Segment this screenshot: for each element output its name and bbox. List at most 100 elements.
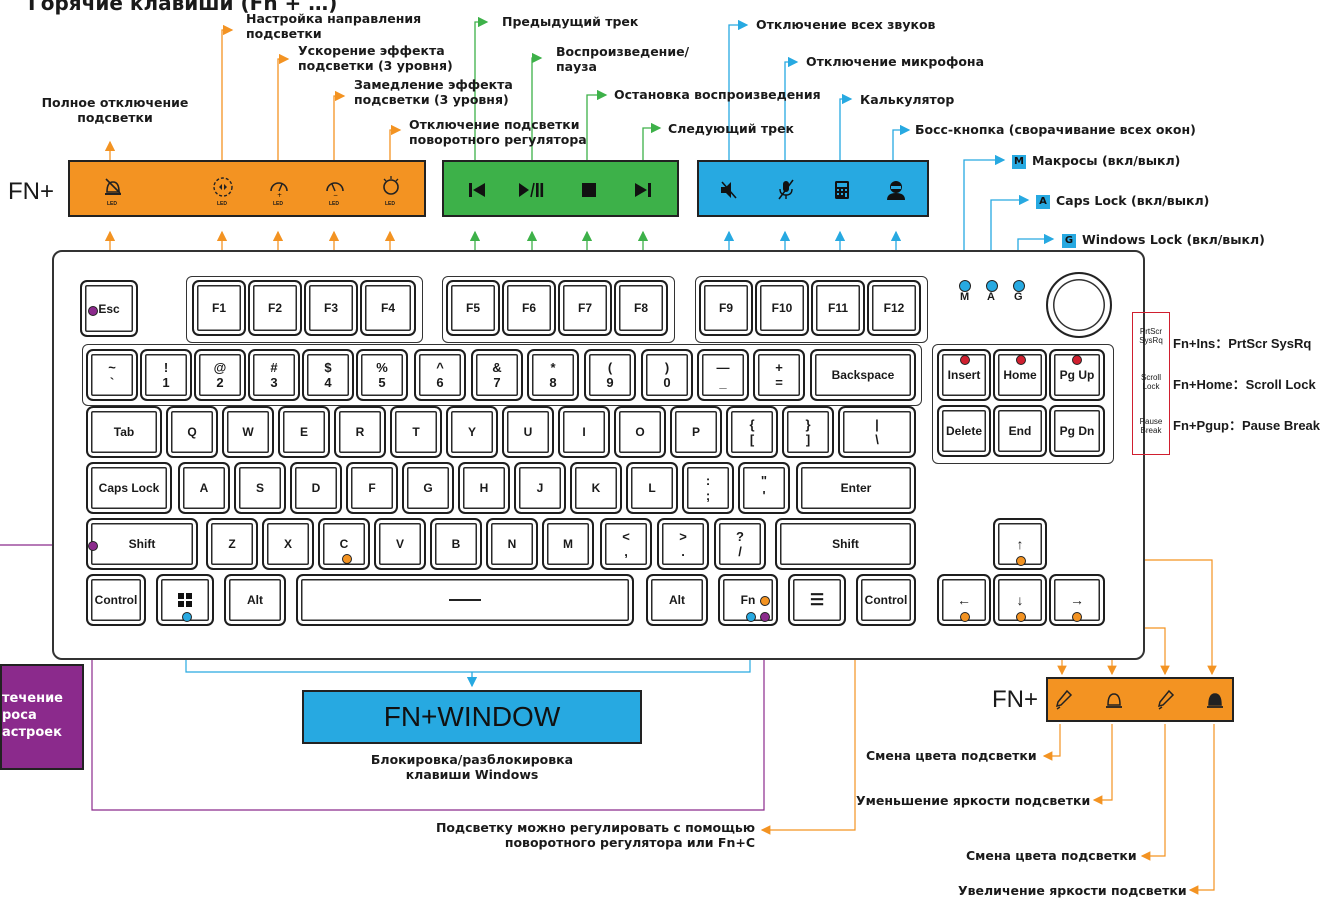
- key-0[interactable]: )0: [641, 349, 693, 401]
- key-rcontrol[interactable]: Control: [856, 574, 916, 626]
- direction-icon: [210, 174, 236, 200]
- label-speed-up: Ускорение эффекта подсветки (3 уровня): [298, 43, 453, 73]
- print-scroll-pause-box: PrtScr SysRq Scroll Lock Pause Break: [1132, 312, 1170, 455]
- key-capslock[interactable]: Caps Lock: [86, 462, 172, 514]
- key-f8[interactable]: F8: [614, 280, 668, 336]
- side-pause: Pause Break: [1139, 417, 1163, 435]
- rotary-knob[interactable]: [1046, 272, 1112, 338]
- key-lcontrol[interactable]: Control: [86, 574, 146, 626]
- key-space[interactable]: [296, 574, 634, 626]
- key-g[interactable]: G: [402, 462, 454, 514]
- key-delete[interactable]: Delete: [937, 405, 991, 457]
- key-slash[interactable]: ?/: [714, 518, 766, 570]
- key-h[interactable]: H: [458, 462, 510, 514]
- key-2[interactable]: @2: [194, 349, 246, 401]
- key-f5[interactable]: F5: [446, 280, 500, 336]
- key-d[interactable]: D: [290, 462, 342, 514]
- dot-home: [1016, 355, 1026, 365]
- key-f12[interactable]: F12: [867, 280, 921, 336]
- key-tilde[interactable]: ~`: [86, 349, 138, 401]
- key-f2[interactable]: F2: [248, 280, 302, 336]
- key-equals[interactable]: +=: [753, 349, 805, 401]
- key-rshift[interactable]: Shift: [775, 518, 916, 570]
- key-x[interactable]: X: [262, 518, 314, 570]
- menu-icon: ☰: [809, 592, 825, 609]
- key-left[interactable]: ←: [937, 574, 991, 626]
- key-right[interactable]: →: [1049, 574, 1105, 626]
- key-f3[interactable]: F3: [304, 280, 358, 336]
- key-k[interactable]: K: [570, 462, 622, 514]
- key-9[interactable]: (9: [584, 349, 636, 401]
- arrow-right-icon: →: [1070, 592, 1084, 608]
- key-lalt[interactable]: Alt: [224, 574, 286, 626]
- key-s[interactable]: S: [234, 462, 286, 514]
- key-6[interactable]: ^6: [414, 349, 466, 401]
- key-m[interactable]: M: [542, 518, 594, 570]
- key-f1[interactable]: F1: [192, 280, 246, 336]
- svg-text:−: −: [333, 192, 338, 198]
- indicator-a-led: [986, 280, 998, 292]
- key-f4[interactable]: F4: [360, 280, 416, 336]
- dot-down: [1016, 612, 1026, 622]
- key-i[interactable]: I: [558, 406, 610, 458]
- key-t[interactable]: T: [390, 406, 442, 458]
- key-v[interactable]: V: [374, 518, 426, 570]
- key-lbracket[interactable]: {[: [726, 406, 778, 458]
- legend-color2: Смена цвета подсветки: [966, 848, 1137, 863]
- key-f[interactable]: F: [346, 462, 398, 514]
- dot-c: [342, 554, 352, 564]
- key-q[interactable]: Q: [166, 406, 218, 458]
- key-backspace[interactable]: Backspace: [810, 349, 916, 401]
- key-esc[interactable]: Esc: [80, 280, 138, 337]
- key-3[interactable]: #3: [248, 349, 300, 401]
- key-o[interactable]: O: [614, 406, 666, 458]
- stop-icon: [576, 177, 602, 203]
- key-minus[interactable]: —_: [697, 349, 749, 401]
- key-r[interactable]: R: [334, 406, 386, 458]
- key-home[interactable]: Home: [993, 349, 1047, 401]
- key-5[interactable]: %5: [356, 349, 408, 401]
- key-y[interactable]: Y: [446, 406, 498, 458]
- label-direction: Настройка направления подсветки: [246, 11, 422, 41]
- key-p[interactable]: P: [670, 406, 722, 458]
- key-u[interactable]: U: [502, 406, 554, 458]
- key-w[interactable]: W: [222, 406, 274, 458]
- dot-up: [1016, 556, 1026, 566]
- key-period[interactable]: >.: [657, 518, 709, 570]
- key-menu[interactable]: ☰: [788, 574, 846, 626]
- key-e[interactable]: E: [278, 406, 330, 458]
- key-1[interactable]: !1: [140, 349, 192, 401]
- key-lshift[interactable]: Shift: [86, 518, 198, 570]
- key-f11[interactable]: F11: [811, 280, 865, 336]
- key-ralt[interactable]: Alt: [646, 574, 708, 626]
- key-enter[interactable]: Enter: [796, 462, 916, 514]
- key-tab[interactable]: Tab: [86, 406, 162, 458]
- legend-bright-down: Уменьшение яркости подсветки: [856, 793, 1091, 808]
- key-f6[interactable]: F6: [502, 280, 556, 336]
- key-4[interactable]: $4: [302, 349, 354, 401]
- key-z[interactable]: Z: [206, 518, 258, 570]
- key-quote[interactable]: "': [738, 462, 790, 514]
- key-pgdn[interactable]: Pg Dn: [1049, 405, 1105, 457]
- key-j[interactable]: J: [514, 462, 566, 514]
- key-f9[interactable]: F9: [699, 280, 753, 336]
- key-7[interactable]: &7: [471, 349, 523, 401]
- key-rbracket[interactable]: }]: [782, 406, 834, 458]
- key-backslash[interactable]: |\: [838, 406, 916, 458]
- key-f7[interactable]: F7: [558, 280, 612, 336]
- key-8[interactable]: *8: [527, 349, 579, 401]
- label-calc: Калькулятор: [860, 92, 955, 107]
- arrow-down-icon: ↓: [1016, 592, 1024, 608]
- key-b[interactable]: B: [430, 518, 482, 570]
- key-comma[interactable]: <,: [600, 518, 652, 570]
- knob-caption: Подсветку можно регулировать с помощью п…: [435, 820, 755, 850]
- key-end[interactable]: End: [993, 405, 1047, 457]
- key-a[interactable]: A: [178, 462, 230, 514]
- key-n[interactable]: N: [486, 518, 538, 570]
- key-l[interactable]: L: [626, 462, 678, 514]
- key-f10[interactable]: F10: [755, 280, 809, 336]
- key-semicolon[interactable]: :;: [682, 462, 734, 514]
